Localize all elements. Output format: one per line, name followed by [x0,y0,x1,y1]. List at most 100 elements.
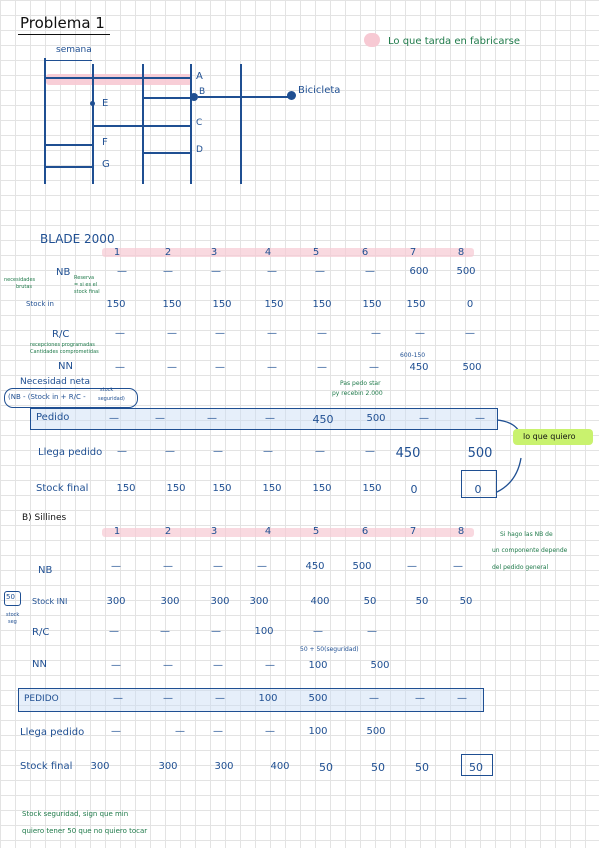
sillines-stock-ini-value: 50 [363,596,377,607]
formula-line-1: Necesidad neta [20,377,91,387]
blade-nb-value: — [163,266,173,277]
blade-nn-row: — — — — — — 450 500 [0,362,599,376]
sillines-rc-label: R/C [32,627,50,638]
blade-nb-value: 600 [409,266,429,277]
arrow-a [44,77,192,79]
formula-line-2: (NB - (Stock in + R/C - [8,393,86,401]
blade-nn-value: — [215,362,225,373]
blade-period: 5 [312,247,320,258]
sillines-stock-ini-label: Stock INI [32,597,68,606]
sillines-period-highlight [102,528,474,537]
safety-stock-box [4,591,21,606]
bike-label: Bicicleta [298,85,341,96]
blade-nb-value: — [211,266,221,277]
sillines-llega-value: — [265,726,275,737]
blade-llega-value: 500 [467,446,493,461]
sillines-stock-ini-value: 50 [415,596,429,607]
blade-llega-label: Llega pedido [38,447,103,458]
blade-pedido-value: — [475,413,485,424]
grid-line-2 [92,64,94,184]
blade-nn-value: — [167,362,177,373]
sillines-nb-value: — [453,561,463,572]
sillines-nb-value: 500 [352,561,372,572]
formula-line-4: seguridad) [98,396,125,402]
blade-stock-final-value: 150 [262,483,282,494]
sillines-stock-ini-value: 300 [160,596,180,607]
blade-stock-in-value: 150 [362,299,382,310]
arrow-g [44,166,94,168]
blade-llega-value: — [365,446,375,457]
blade-stock-final-value: 150 [212,483,232,494]
side-note-1: Si hago las NB de [500,531,553,538]
blade-calc-note: 600-150 [400,352,426,359]
formula-line-3: stock [100,387,114,393]
sillines-nn-value: — [265,660,275,671]
blade-stock-final-value: 0 [410,483,418,496]
blade-llega-value: 450 [395,446,421,461]
blade-stock-final-value: 150 [116,483,136,494]
nb-eq-2: = si es el [74,282,98,288]
blade-nb-value: — [267,266,277,277]
blade-rc-value: — [465,328,475,339]
node-b-dot [190,93,198,101]
sillines-header: B) Sillines [22,513,67,523]
blade-nn-value: — [369,362,379,373]
sillines-pedido-value: 100 [258,693,278,704]
sillines-llega-value: 100 [308,726,328,737]
sillines-nn-note: 50 + 50(seguridad) [300,646,359,653]
blade-period: 7 [409,247,417,258]
node-e: E [102,98,109,109]
sillines-pedido-value: 500 [308,693,328,704]
blade-rc-value: — [317,328,327,339]
sillines-stock-final-value: 50 [415,761,429,774]
side-note-3: del pedido general [492,564,549,571]
sillines-rc-value: — [109,626,119,637]
sillines-stock-final-value: 300 [158,761,178,772]
sillines-llega-value: — [213,726,223,737]
sillines-stock-ini-value: 300 [249,596,269,607]
blade-pedido-value: — [419,413,429,424]
footer-note-1: Stock seguridad, sign que min [22,810,129,818]
sillines-pedido-row: — — — 100 500 — — — [0,693,599,707]
blade-llega-value: — [263,446,273,457]
blade-stock-final-label: Stock final [36,483,89,494]
sillines-pedido-value: — [369,693,379,704]
grid-line-3 [142,64,144,184]
blade-rc-value: — [167,328,177,339]
sillines-nn-value: — [163,660,173,671]
rc-note-1: recepciones programadas [30,342,95,348]
blade-nn-label: NN [58,361,73,372]
blade-stock-final-value: 0 [474,483,482,496]
sillines-stock-ini-value: 50 [459,596,473,607]
blade-period: 2 [164,247,172,258]
sillines-pedido-value: — [113,693,123,704]
blade-llega-value: — [165,446,175,457]
legend-text: Lo que tarda en fabricarse [388,36,521,47]
node-a: A [196,71,203,82]
blade-stock-in-value: 150 [312,299,332,310]
blade-llega-value: — [315,446,325,457]
sillines-nb-value: — [163,561,173,572]
node-g: G [102,159,110,170]
rc-note-2: Cantidades comprometidas [30,349,99,355]
blade-nn-value: — [267,362,277,373]
sillines-period: 5 [312,526,320,537]
quiero-highlight [513,429,593,445]
sillines-nn-value: — [213,660,223,671]
blade-rc-row: — — — — — — — — [0,328,599,342]
blade-pedido-value: 450 [312,413,334,426]
formula-bubble [4,388,138,408]
sillines-rc-value: — [160,626,170,637]
blade-nb-value: — [117,266,127,277]
arrow-f [44,144,94,146]
sillines-llega-label: Llega pedido [20,727,85,738]
sillines-stock-final-value: 50 [319,761,333,774]
blade-pedido-box [30,408,498,430]
sillines-nb-value: — [257,561,267,572]
sillines-stock-final-value: 300 [214,761,234,772]
sillines-llega-value: 500 [366,726,386,737]
blade-nb-value: 500 [456,266,476,277]
sillines-period: 7 [409,526,417,537]
sillines-stock-final-value: 50 [371,761,385,774]
blade-nn-value: 450 [409,362,429,373]
